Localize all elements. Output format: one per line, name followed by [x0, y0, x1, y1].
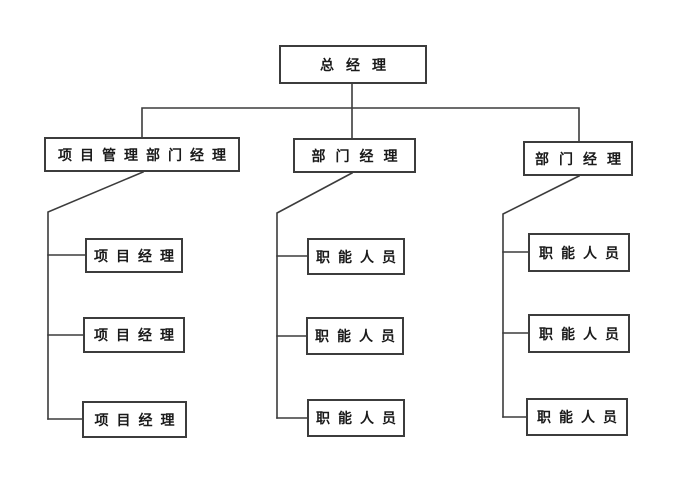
connector-left-fork: [47, 170, 145, 420]
org-node-dept-manager-right: 部门经理: [523, 141, 633, 176]
connector-middle-fork: [276, 171, 354, 419]
org-node-general-manager: 总经理: [279, 45, 427, 84]
org-node-functional-staff-right-1: 职能人员: [528, 233, 630, 272]
org-node-functional-staff-mid-2: 职能人员: [306, 317, 404, 355]
org-node-project-management-dept-manager: 项目管理部门经理: [44, 137, 240, 172]
org-node-project-manager-3: 项目经理: [82, 401, 187, 438]
org-node-functional-staff-mid-3: 职能人员: [307, 399, 405, 437]
org-node-project-manager-2: 项目经理: [83, 317, 185, 353]
connector-crossbar: [141, 107, 580, 142]
org-node-project-manager-1: 项目经理: [85, 238, 183, 273]
org-node-functional-staff-right-3: 职能人员: [526, 398, 628, 436]
connector-right-fork: [502, 174, 581, 418]
org-node-functional-staff-right-2: 职能人员: [528, 314, 630, 353]
org-node-functional-staff-mid-1: 职能人员: [307, 238, 405, 275]
org-node-dept-manager-middle: 部门经理: [293, 138, 416, 173]
